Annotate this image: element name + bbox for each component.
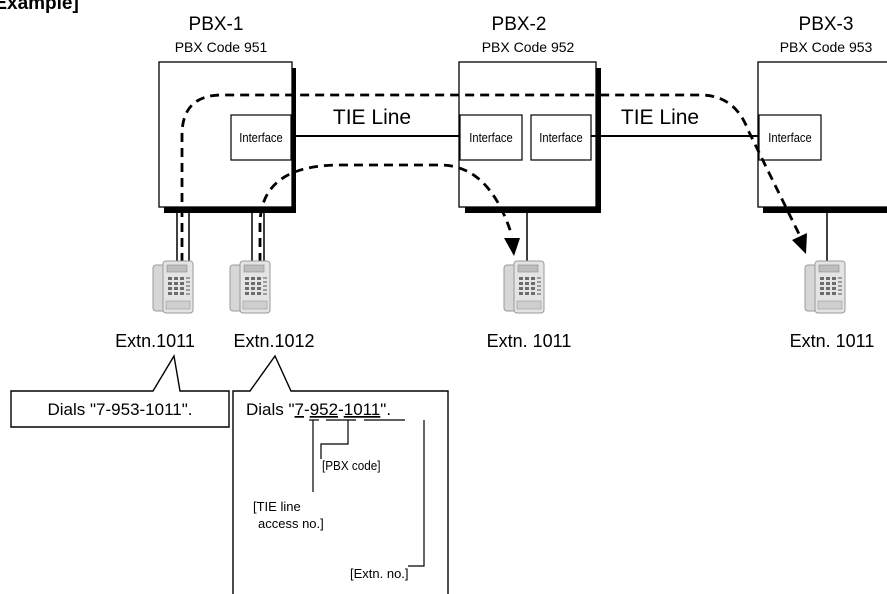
pbx-3-name: PBX-3: [799, 14, 854, 35]
pbx-2-name: PBX-2: [492, 14, 547, 35]
pbx-3-code: PBX Code 953: [780, 39, 873, 55]
callout-2: Dials "7-952-1011". [PBX code] [TIE line…: [232, 354, 449, 594]
tie-line-label-1: TIE Line: [333, 106, 411, 129]
pbx-1-name: PBX-1: [189, 14, 244, 35]
phone-icon: [503, 260, 545, 314]
interface-label: Interface: [768, 130, 812, 145]
interface-box-pbx2-left: Interface: [459, 114, 523, 161]
annotation-pbx-code: [PBX code]: [322, 458, 381, 473]
callout-2-text: Dials "7-952-1011".: [246, 400, 391, 419]
interface-box-pbx1: Interface: [230, 114, 292, 161]
phone-icon: [152, 260, 194, 314]
extension-label-pbx3-1011: Extn. 1011: [790, 331, 875, 351]
phone-icon: [229, 260, 271, 314]
pbx-1-code: PBX Code 951: [175, 39, 268, 55]
call-path-to-pbx2: [258, 163, 514, 262]
call-paths: [180, 93, 802, 262]
annotation-tie-access-line1: [TIE line: [253, 499, 301, 514]
pbx-2-code: PBX Code 952: [482, 39, 575, 55]
interface-box-pbx2-right: Interface: [530, 114, 592, 161]
extension-label-pbx2-1011: Extn. 1011: [487, 331, 572, 351]
extension-wires: [176, 207, 828, 262]
arrowhead-pbx3: [792, 233, 807, 254]
interface-label: Interface: [469, 130, 513, 145]
arrowhead-pbx2: [504, 238, 520, 256]
interface-label: Interface: [239, 130, 283, 145]
arrowheads: [504, 233, 807, 256]
extension-label-pbx1-1012: Extn.1012: [233, 331, 314, 351]
annotation-tie-access-line2: access no.]: [258, 516, 324, 531]
annotation-extn-no: [Extn. no.]: [350, 566, 409, 581]
callout-1-text: Dials "7-953-1011".: [48, 400, 193, 419]
tie-line-label-2: TIE Line: [621, 106, 699, 129]
interface-box-pbx3: Interface: [758, 114, 822, 161]
heading: [Example]: [0, 0, 79, 14]
callout-1: Dials "7-953-1011".: [10, 354, 230, 428]
phone-icon: [804, 260, 846, 314]
extension-label-pbx1-1011: Extn.1011: [115, 331, 195, 351]
annotation-leaders: [312, 420, 425, 567]
interface-label: Interface: [539, 130, 583, 145]
